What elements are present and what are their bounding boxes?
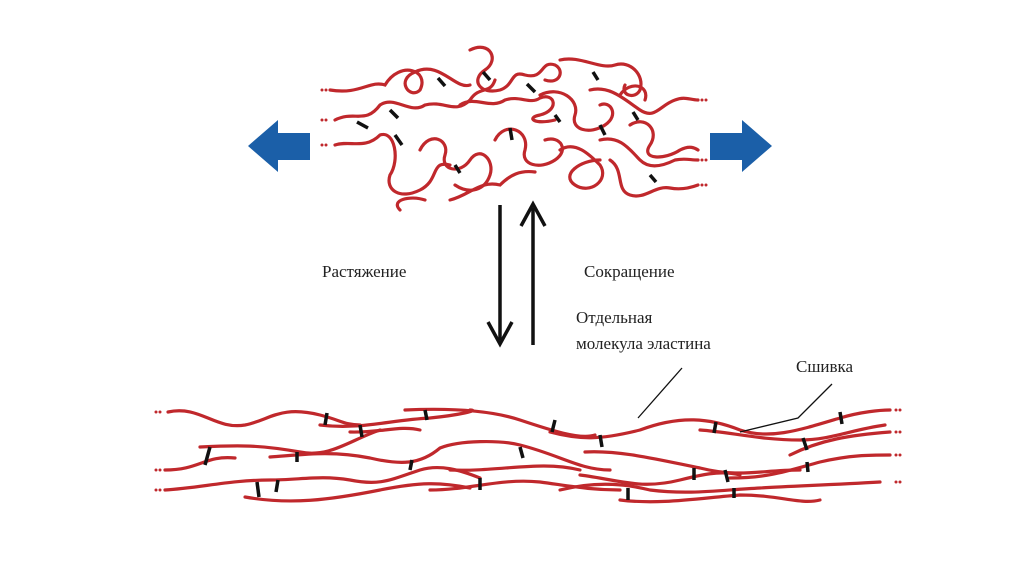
stretching-label: Растяжение — [322, 262, 407, 281]
left-force-arrow-icon — [248, 120, 310, 172]
stretch-arrow-down-icon — [486, 205, 514, 348]
molecule-leader-line — [637, 367, 683, 419]
right-force-arrow-icon — [710, 120, 772, 172]
contraction-label: Сокращение — [584, 262, 675, 281]
molecule-label-line1: Отдельная — [576, 308, 653, 327]
contract-arrow-up-icon — [519, 200, 547, 345]
relaxed-elastin-network — [320, 45, 708, 212]
crosslink-label: Сшивка — [796, 357, 854, 376]
stretched-elastin-network — [154, 407, 902, 504]
crosslink-leader-line — [739, 383, 833, 433]
molecule-label-line2: молекула эластина — [576, 334, 711, 353]
